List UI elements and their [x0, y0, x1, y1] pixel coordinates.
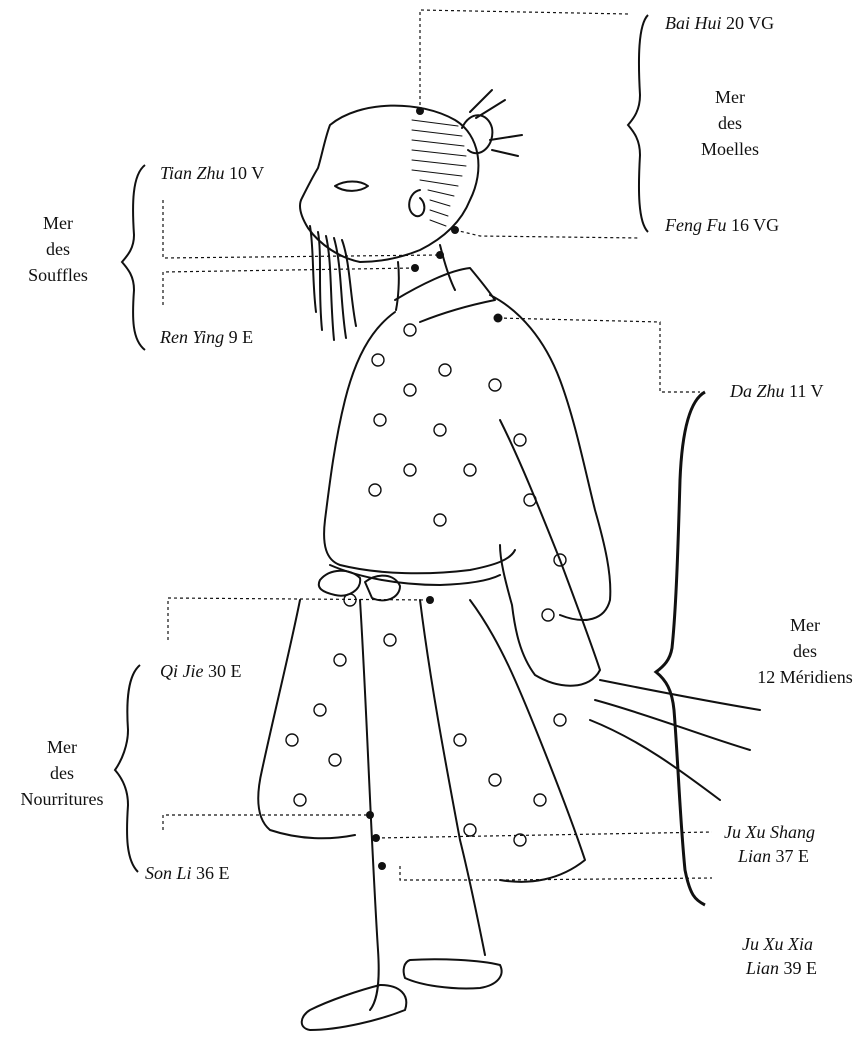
group-line: des	[2, 760, 122, 786]
hairpin-4	[492, 150, 518, 156]
point-code: 10 V	[229, 163, 264, 183]
group-line: Nourritures	[2, 786, 122, 812]
label-bai-hui: Bai Hui 20 VG	[665, 12, 774, 34]
group-line: Moelles	[680, 136, 780, 162]
group-line: des	[745, 638, 865, 664]
label-da-zhu: Da Zhu 11 V	[730, 380, 824, 402]
group-line: Mer	[2, 734, 122, 760]
sandal-front	[302, 985, 407, 1030]
point-code: 20 VG	[726, 13, 774, 33]
group-mer-des-moelles: Mer des Moelles	[680, 84, 780, 162]
group-line: 12 Méridiens	[745, 664, 865, 690]
robe-upper	[324, 312, 515, 573]
group-line: Mer	[680, 84, 780, 110]
label-tian-zhu: Tian Zhu 10 V	[160, 162, 264, 184]
robe-lower-back	[470, 600, 585, 882]
group-line: Mer	[8, 210, 108, 236]
label-qi-jie: Qi Jie 30 E	[160, 660, 241, 682]
point-name-line2: Lian	[746, 958, 779, 978]
brace-meridiens	[656, 392, 705, 905]
topknot	[462, 115, 492, 153]
point-name: Bai Hui	[665, 13, 722, 33]
point-name-line1: Ju Xu Shang	[724, 822, 815, 842]
ear	[409, 190, 424, 216]
point-code: 16 VG	[731, 215, 779, 235]
group-line: des	[680, 110, 780, 136]
point-name: Tian Zhu	[160, 163, 225, 183]
point-code: 11 V	[789, 381, 824, 401]
collar	[395, 268, 495, 322]
point-name: Da Zhu	[730, 381, 785, 401]
point-code: 9 E	[229, 327, 254, 347]
sandal-back	[404, 959, 502, 988]
point-name: Qi Jie	[160, 661, 203, 681]
braces	[115, 15, 705, 905]
group-mer-des-nourritures: Mer des Nourritures	[2, 734, 122, 812]
group-line: Mer	[745, 612, 865, 638]
point-code: 30 E	[208, 661, 242, 681]
hairpin-3	[490, 135, 522, 140]
group-mer-des-souffles: Mer des Souffles	[8, 210, 108, 288]
label-ju-xu-shang-lian: Ju Xu Shang Lian 37 E	[724, 820, 815, 868]
point-name: Son Li	[145, 863, 192, 883]
point-code: 36 E	[196, 863, 230, 883]
group-mer-des-12-meridiens: Mer des 12 Méridiens	[745, 612, 865, 690]
brace-moelles	[628, 15, 648, 232]
brace-souffles	[122, 165, 145, 350]
point-name: Feng Fu	[665, 215, 726, 235]
group-line: des	[8, 236, 108, 262]
point-code: 37 E	[776, 846, 810, 866]
hairpin-1	[470, 90, 492, 112]
point-name-line1: Ju Xu Xia	[742, 934, 813, 954]
leader-lines	[163, 10, 712, 880]
point-name: Ren Ying	[160, 327, 224, 347]
point-name-line2: Lian	[738, 846, 771, 866]
label-son-li: Son Li 36 E	[145, 862, 230, 884]
beard	[310, 226, 356, 340]
eye	[335, 182, 368, 191]
group-line: Souffles	[8, 262, 108, 288]
robe-lower-front	[258, 600, 355, 838]
leg-back	[420, 600, 485, 955]
label-ju-xu-xia-lian: Ju Xu Xia Lian 39 E	[742, 932, 817, 980]
sleeve	[500, 420, 600, 686]
leg-front	[360, 600, 379, 1010]
robe-back	[490, 295, 610, 620]
label-ren-ying: Ren Ying 9 E	[160, 326, 253, 348]
point-code: 39 E	[784, 958, 818, 978]
label-feng-fu: Feng Fu 16 VG	[665, 214, 779, 236]
